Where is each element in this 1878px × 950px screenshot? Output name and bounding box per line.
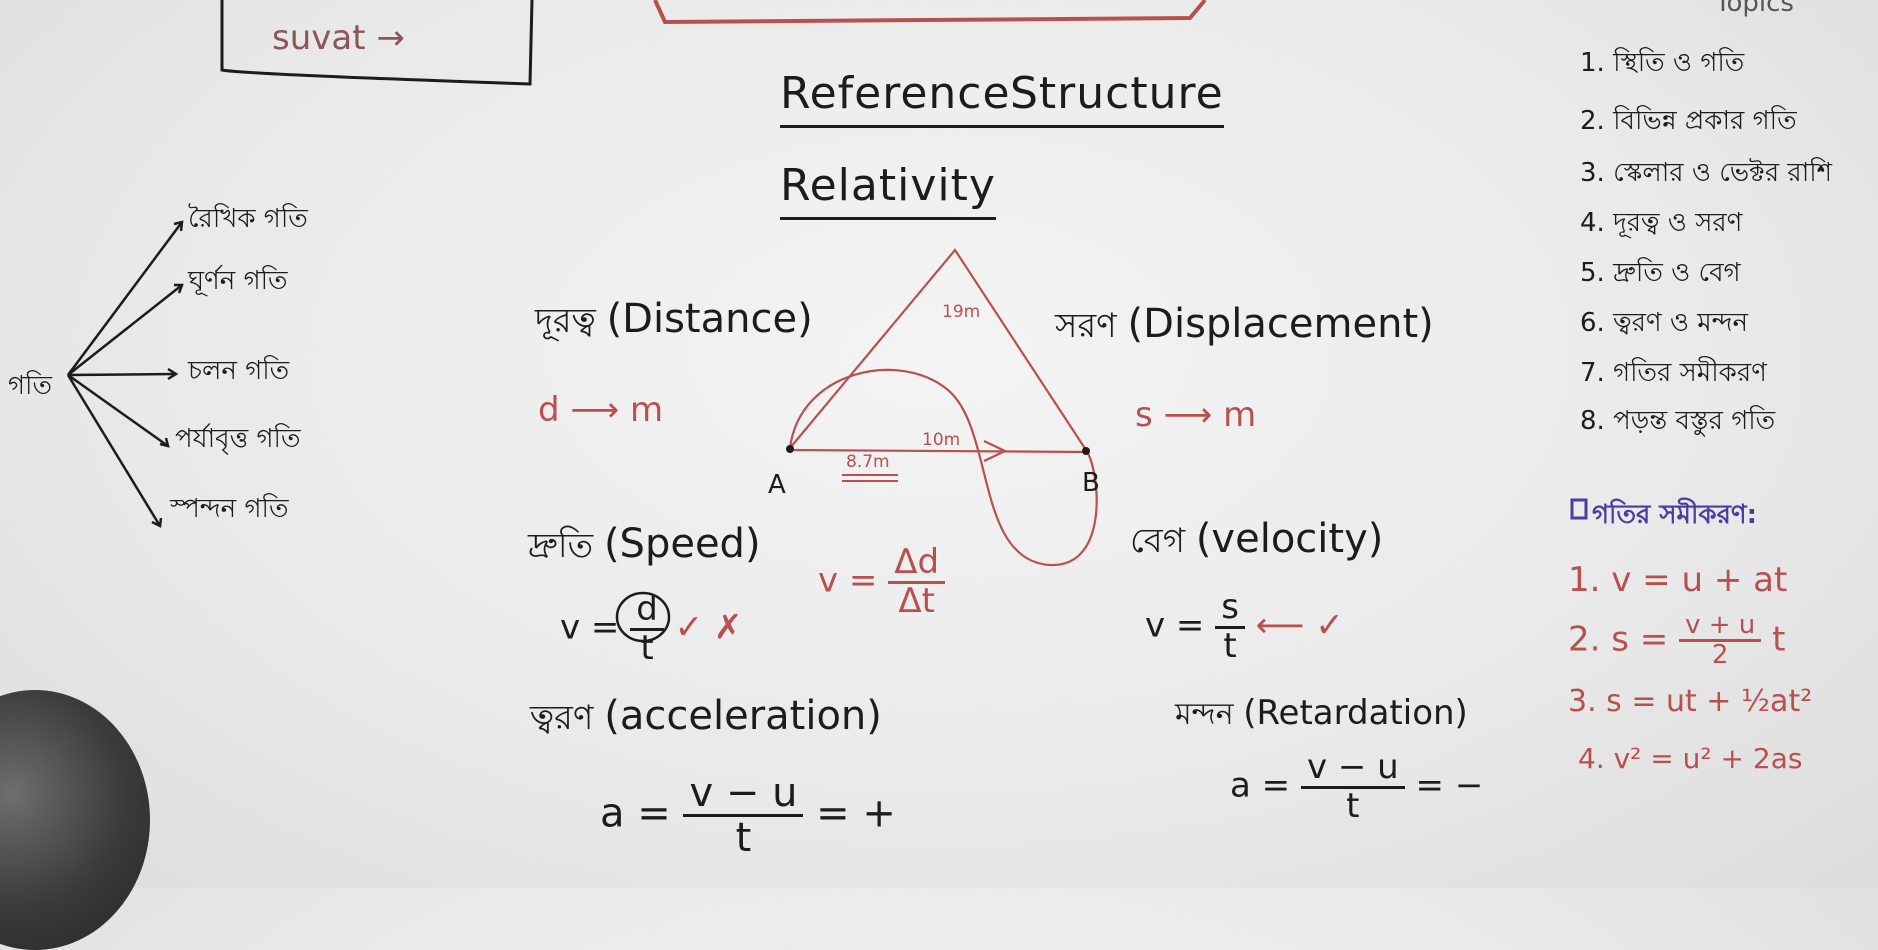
motion-tree-root: গতি [8,371,52,401]
retardation-en: (Retardation) [1243,693,1468,733]
diagram-straight-length: 10m [922,430,961,450]
speed-bn: দ্রুতি [528,526,594,566]
retardation-bn: মন্দন [1175,697,1234,732]
speed-delta-fraction: Δd Δt [888,544,946,621]
retardation-numerator: v − u [1300,749,1405,789]
velocity-formula-lhs: v = [1145,605,1205,646]
diagram-side-length: 19m [942,302,981,322]
title-structure: Structure [1010,68,1224,128]
board-strokes [66,0,1588,643]
equation-2-numerator: v + u [1679,611,1762,643]
topic-item-4: 4. দূরত্ব ও সরণ [1580,208,1743,238]
distance-unit: d ⟶ m [538,390,664,430]
displacement-diagram [788,248,1098,567]
arrowhead [983,440,1008,462]
velocity-formula: v = s t ⟵ ✓ [1145,589,1344,666]
acceleration-en: (acceleration) [604,693,882,739]
topic-item-6: 6. ত্বরণ ও মন্দন [1580,308,1749,338]
diagram-label-a: A [768,470,786,500]
acceleration-rhs: = + [816,790,896,837]
triangle-path [789,248,1087,451]
equation-2-pre: 2. s = [1568,619,1669,660]
straight-arrow [789,448,1087,454]
speed-mark: ✓ ✗ [674,607,743,648]
acceleration-heading: ত্বরণ (acceleration) [530,692,882,749]
displacement-en: (Displacement) [1127,301,1434,347]
speed-delta-numerator: Δd [888,544,946,584]
acceleration-denominator: t [735,815,752,861]
topic-item-2: 2. বিভিন্ন প্রকার গতি [1580,106,1797,136]
retardation-formula: a = v − u t = − [1230,749,1484,826]
speed-delta-lhs: v = [818,560,878,601]
equations-bullet-box [1570,498,1588,520]
retardation-fraction: v − u t [1300,749,1405,826]
topic-item-5: 5. দ্রুতি ও বেগ [1580,258,1741,288]
equation-4: 4. v² = u² + 2as [1578,742,1803,775]
equations-header: গতির সমীকরণ: [1592,500,1758,530]
curve-path [788,368,1098,567]
retardation-heading: মন্দন (Retardation) [1175,690,1468,741]
displacement-heading: সরণ (Displacement) [1055,300,1434,357]
topic-item-3: 3. স্কেলার ও ভেক্টর রাশি [1580,158,1833,188]
topic-item-8: 8. পড়ন্ত বস্তুর গতি [1580,406,1776,436]
acceleration-bn: ত্বরণ [530,698,594,738]
speed-numerator: d [630,591,664,631]
speed-d-circle [615,591,671,643]
topics-header: Topics [1715,0,1794,18]
velocity-heading: বেগ (velocity) [1130,515,1383,572]
acceleration-lhs: a = [600,790,671,837]
retardation-denominator: t [1346,785,1360,826]
velocity-denominator: t [1223,625,1237,666]
acceleration-numerator: v − u [683,772,804,817]
velocity-numerator: s [1215,589,1245,629]
motion-branch-oscillatory: স্পন্দন গতি [170,494,289,524]
speed-delta-denominator: Δt [898,580,935,621]
arc-length-underline [842,474,898,482]
motion-tree-arrows [66,220,184,528]
velocity-fraction: s t [1215,589,1245,666]
speed-formula-lhs: v = [560,607,620,648]
speed-delta-formula: v = Δd Δt [818,544,946,621]
point-a-dot [786,445,794,453]
equation-2-denominator: 2 [1711,640,1729,671]
velocity-mark: ⟵ ✓ [1255,605,1344,646]
equation-2-fraction: v + u 2 [1679,611,1762,671]
top-red-box-edge [653,0,1207,25]
distance-en: (Distance) [606,296,813,342]
speed-formula: v = d t ✓ ✗ [560,591,743,668]
equation-2-post: t [1772,619,1786,660]
motion-branch-translational: চলন গতি [188,356,290,386]
distance-bn: দূরত্ব [535,301,596,341]
diagram-label-b: B [1082,468,1100,498]
retardation-lhs: a = [1230,765,1291,806]
speed-heading: দ্রুতি (Speed) [528,520,761,577]
velocity-bn: বেগ [1130,521,1186,561]
retardation-rhs: = − [1415,765,1484,806]
speed-denominator: t [640,627,654,668]
title-reference: Reference [780,68,1011,128]
top-box-label: suvat → [272,18,405,58]
equation-3: 3. s = ut + ½at² [1568,684,1813,719]
motion-branch-rotational: ঘূর্ণন গতি [188,266,288,296]
speed-fraction: d t [630,591,664,668]
title-relativity: Relativity [780,160,996,220]
topic-item-7: 7. গতির সমীকরণ [1580,358,1767,388]
motion-branch-periodic: পর্যাবৃত্ত গতি [175,424,301,454]
diagram-arc-length: 8.7m [846,452,890,472]
acceleration-formula: a = v − u t = + [600,772,896,859]
equation-2: 2. s = v + u 2 t [1568,611,1786,671]
point-b-dot [1082,447,1090,455]
top-box-outline [220,0,534,86]
motion-branch-linear: রৈখিক গতি [188,204,308,234]
velocity-en: (velocity) [1195,516,1384,562]
speed-en: (Speed) [603,521,761,567]
acceleration-fraction: v − u t [683,772,804,861]
displacement-bn: সরণ [1055,306,1117,346]
topic-item-1: 1. স্থিতি ও গতি [1580,48,1745,78]
displacement-unit: s ⟶ m [1135,395,1257,435]
equation-1: 1. v = u + at [1568,560,1788,600]
distance-heading: দূরত্ব (Distance) [535,295,813,352]
